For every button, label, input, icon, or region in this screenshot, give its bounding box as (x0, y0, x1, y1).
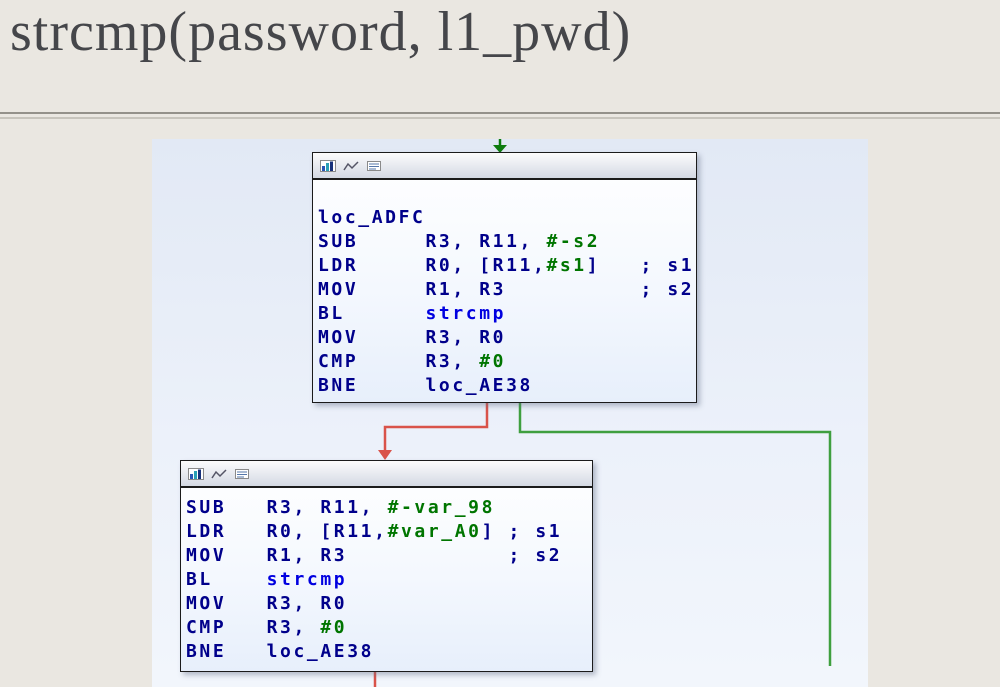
asm-line: SUB R3, R11, #-var_98 (186, 497, 496, 518)
asm-line: LDR R0, [R11,#var_A0] ; s1 (186, 521, 563, 542)
asm-line: BL strcmp (318, 303, 507, 324)
asm-line: LDR R0, [R11,#s1] ; s1 (318, 255, 695, 276)
asm-line: SUB R3, R11, #-s2 (318, 231, 601, 252)
edge-false-arrowhead (378, 450, 392, 460)
divider-line-bottom (0, 117, 1000, 119)
asm-line: MOV R1, R3 ; s2 (318, 279, 695, 300)
asm-line: BNE loc_AE38 (318, 375, 533, 396)
asm-line: MOV R3, R0 (186, 593, 348, 614)
asm-line: MOV R3, R0 (318, 327, 507, 348)
asm-line: MOV R1, R3 ; s2 (186, 545, 563, 566)
list-view-icon[interactable] (366, 160, 382, 172)
list-view-icon[interactable] (234, 468, 250, 480)
divider (0, 112, 1000, 119)
divider-line-top (0, 112, 1000, 114)
bar-chart-icon[interactable] (320, 159, 336, 172)
edge-entry-arrowhead (493, 145, 507, 153)
asm-line: BNE loc_AE38 (186, 641, 375, 662)
bar-chart-icon[interactable] (188, 467, 204, 480)
block-header[interactable] (313, 153, 696, 180)
asm-line: loc_ADFC (318, 207, 426, 228)
edge-false-branch (383, 403, 489, 452)
block-header[interactable] (181, 461, 592, 488)
graph-edges (373, 139, 832, 687)
page-title: strcmp(password, l1_pwd) (10, 1, 632, 63)
edge-true-branch (518, 403, 832, 666)
asm-line: BL strcmp (186, 569, 348, 590)
line-graph-icon[interactable] (343, 160, 359, 172)
asm-line: CMP R3, #0 (186, 617, 348, 638)
asm-line: CMP R3, #0 (318, 351, 507, 372)
line-graph-icon[interactable] (211, 468, 227, 480)
